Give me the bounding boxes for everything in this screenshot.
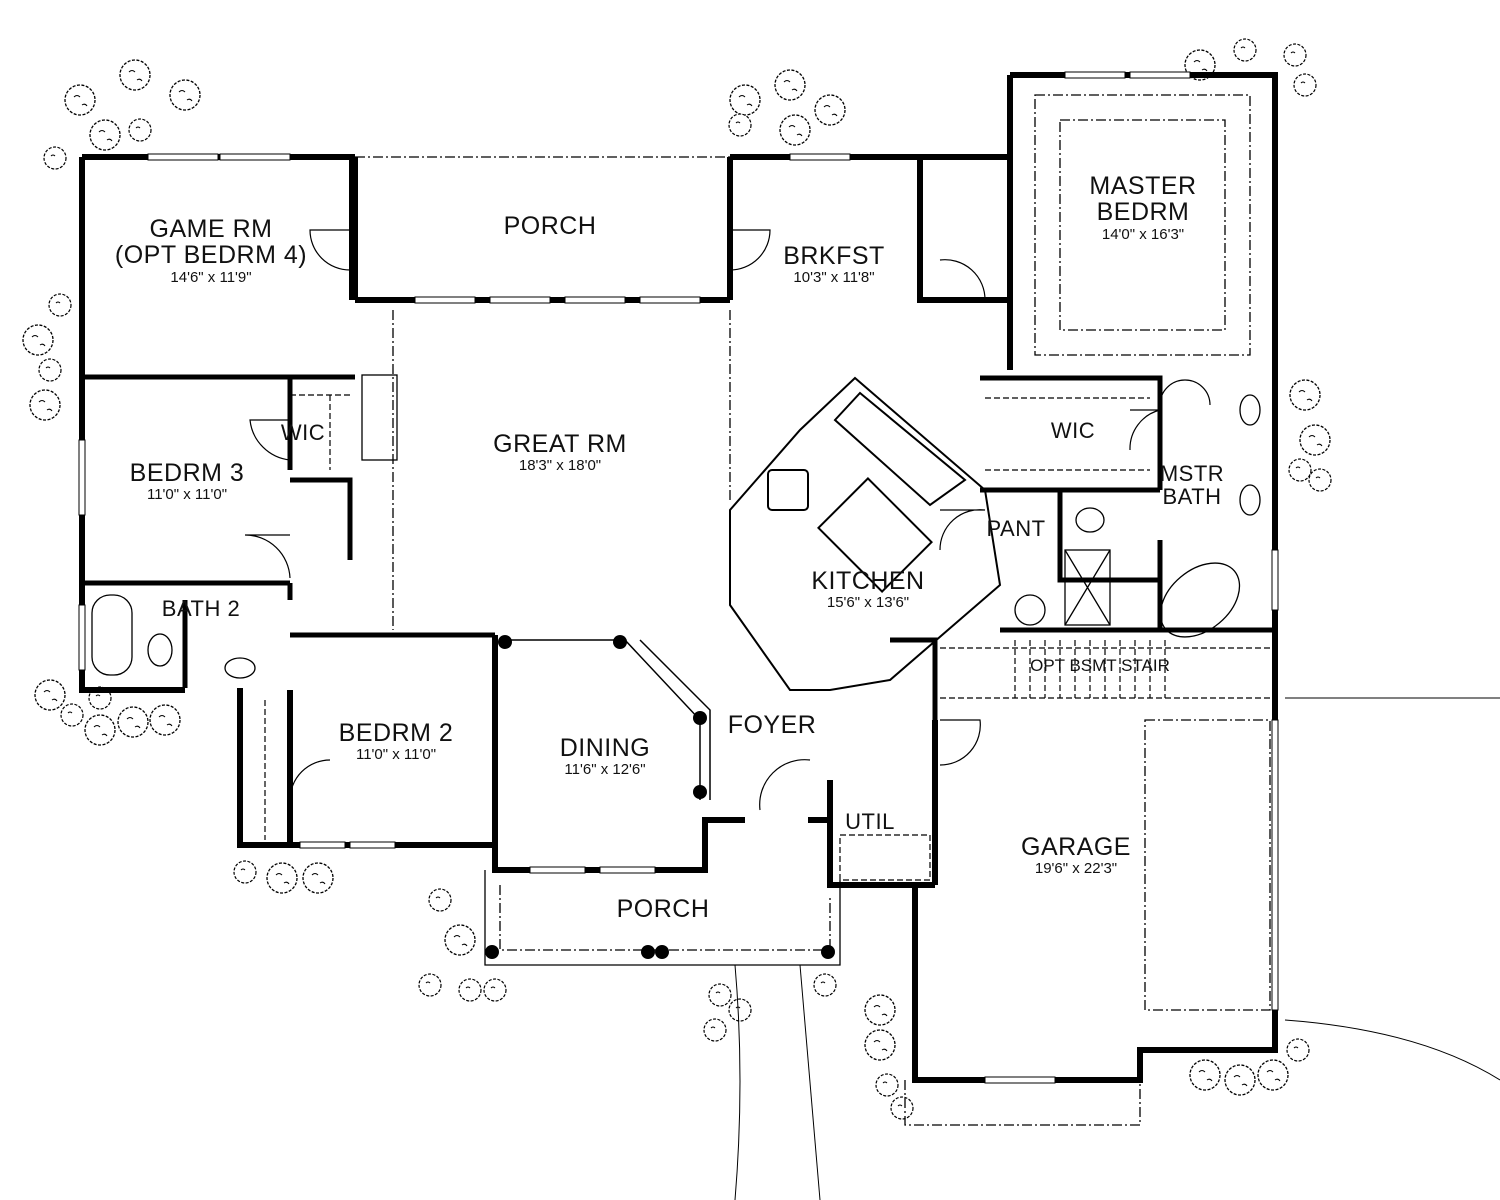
room-label-dining: DINING 11'6" x 12'6" [560,735,651,778]
room-label-breakfast: BRKFST 10'3" x 11'8" [783,243,885,286]
room-name-2: (OPT BEDRM 4) [114,241,308,270]
porch-outlines [355,94,1271,1126]
room-label-front-porch: PORCH [616,895,710,923]
plumbing-fixtures [91,374,1261,679]
driveway [734,697,1500,1200]
room-label-bath-2: BATH 2 [162,597,240,620]
room-name: GAME RM [149,215,273,243]
windows [78,71,1279,1084]
room-name: UTIL [845,809,895,834]
room-name: WIC [1050,418,1096,443]
room-label-utility: UTIL [845,810,895,833]
room-dimensions: 14'0" x 16'3" [1101,225,1185,243]
room-dimensions: 11'6" x 12'6" [564,761,646,779]
room-dimensions: 14'6" x 11'9" [170,268,252,286]
room-name-2: BATH [1162,484,1222,510]
room-name: OPT BSMT STAIR [1030,656,1170,675]
room-name: PORCH [503,212,597,240]
room-name: DINING [559,734,651,762]
room-dimensions: 11'0" x 11'0" [355,746,437,764]
room-label-great-room: GREAT RM 18'3" x 18'0" [493,431,627,474]
room-label-foyer: FOYER [727,711,817,739]
basement-stair-treads [940,640,1270,699]
room-label-bedroom-2: BEDRM 2 11'0" x 11'0" [339,720,454,763]
room-name: BRKFST [783,242,885,270]
room-label-pantry: PANT [986,517,1045,540]
room-name: MASTER [1089,172,1197,200]
dining-bay [500,639,711,800]
room-name: PANT [986,516,1046,541]
room-name: GARAGE [1021,833,1131,861]
room-name: FOYER [727,711,817,739]
room-name: MSTR [1159,461,1225,486]
room-label-master-wic: WIC [1051,419,1095,442]
room-dimensions: 10'3" x 11'8" [793,269,875,287]
room-dimensions: 11'0" x 11'0" [146,486,228,504]
room-name: PORCH [616,895,710,923]
room-label-basement-stair: OPT BSMT STAIR [1030,657,1170,675]
closet-shelving [264,394,1150,881]
room-dimensions: 15'6" x 13'6" [826,594,910,612]
room-name: BEDRM 2 [338,719,454,747]
room-name: WIC [280,420,326,445]
room-label-kitchen: KITCHEN 15'6" x 13'6" [811,568,924,611]
front-porch-slab [484,870,841,966]
room-name: GREAT RM [493,430,627,458]
room-name: BATH 2 [161,596,241,621]
room-label-bedroom-3-wic: WIC [281,421,325,444]
room-name: BEDRM 3 [129,459,245,487]
kitchen-walls [729,376,1002,691]
room-label-game-room: GAME RM (OPT BEDRM 4) 14'6" x 11'9" [115,216,307,285]
room-label-master-bath: MSTR BATH [1160,462,1224,508]
room-dimensions: 18'3" x 18'0" [518,457,602,475]
room-dimensions: 19'6" x 22'3" [1034,860,1118,878]
room-label-master-bedroom: MASTER BEDRM 14'0" x 16'3" [1089,173,1196,242]
door-swings [244,229,1211,811]
room-label-rear-porch: PORCH [503,212,597,240]
room-label-bedroom-3: BEDRM 3 11'0" x 11'0" [130,460,245,503]
room-name-2: BEDRM [1096,198,1190,227]
room-label-garage: GARAGE 19'6" x 22'3" [1021,834,1131,877]
columns [485,635,835,959]
room-name: KITCHEN [811,567,925,595]
